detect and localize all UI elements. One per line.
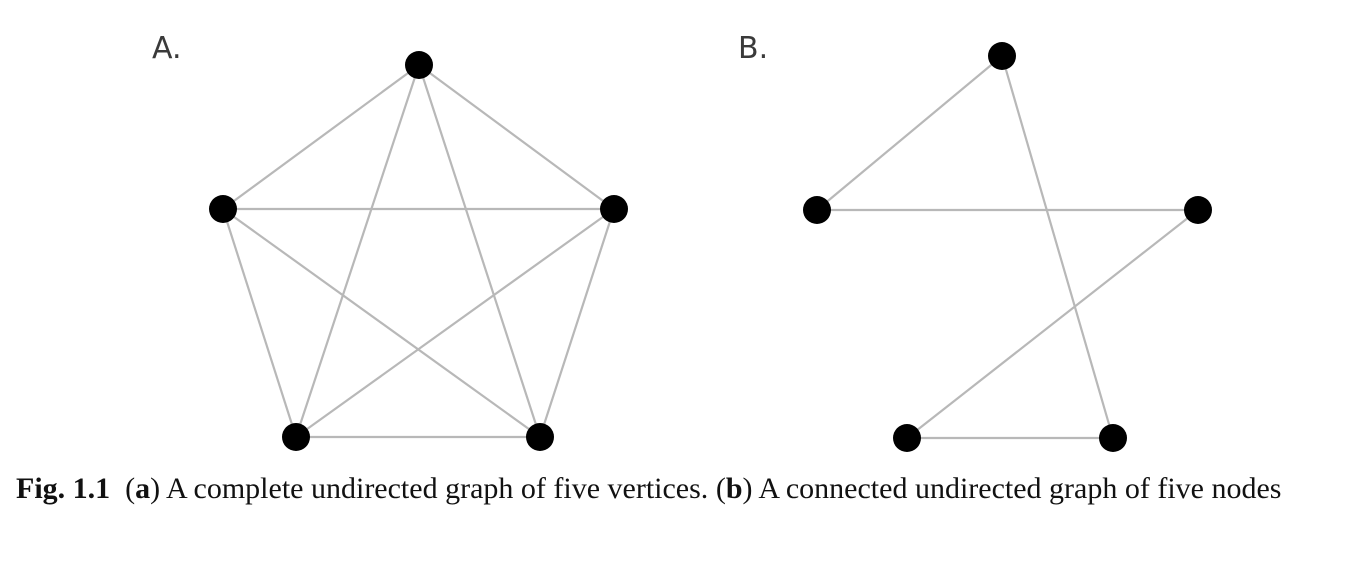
panel-b-cycle-graph: B. [738, 31, 1212, 452]
edge-n3-n4 [295, 208, 615, 438]
node-n2 [209, 195, 237, 223]
panel-a-label: A. [152, 31, 182, 66]
edge-n1-n2 [816, 55, 1003, 211]
edge-n3-n4 [906, 209, 1199, 439]
edge-n3-n5 [538, 208, 616, 438]
panel-b-edges [816, 55, 1199, 440]
caption-a-letter: a [135, 472, 151, 505]
node-n1 [988, 42, 1016, 70]
figure: A. B. [152, 31, 1212, 452]
panel-a-nodes [209, 51, 628, 451]
edge-n2-n4 [221, 208, 298, 438]
edge-n1-n3 [418, 64, 615, 210]
node-n5 [526, 423, 554, 451]
edge-n5-n1 [1000, 55, 1115, 439]
panel-a-edges [221, 64, 616, 439]
caption-fig-label: Fig. 1.1 [16, 472, 111, 505]
node-n1 [405, 51, 433, 79]
node-n3 [600, 195, 628, 223]
edge-n1-n2 [222, 64, 420, 210]
node-n3 [1184, 196, 1212, 224]
edge-n2-n5 [222, 208, 541, 438]
panel-b-label: B. [738, 31, 768, 66]
figure-caption: Fig. 1.1 (a) A complete undirected graph… [16, 472, 1282, 505]
node-n4 [893, 424, 921, 452]
caption-b-text: A connected undirected graph of five nod… [752, 472, 1282, 505]
edge-n1-n5 [417, 64, 542, 438]
panel-b-nodes [803, 42, 1212, 452]
node-n5 [1099, 424, 1127, 452]
node-n4 [282, 423, 310, 451]
panel-a-complete-graph: A. [152, 31, 628, 451]
caption-b-letter: b [725, 472, 743, 505]
caption-a-text: A complete undirected graph of five vert… [160, 472, 716, 505]
node-n2 [803, 196, 831, 224]
edge-n1-n4 [294, 64, 421, 438]
